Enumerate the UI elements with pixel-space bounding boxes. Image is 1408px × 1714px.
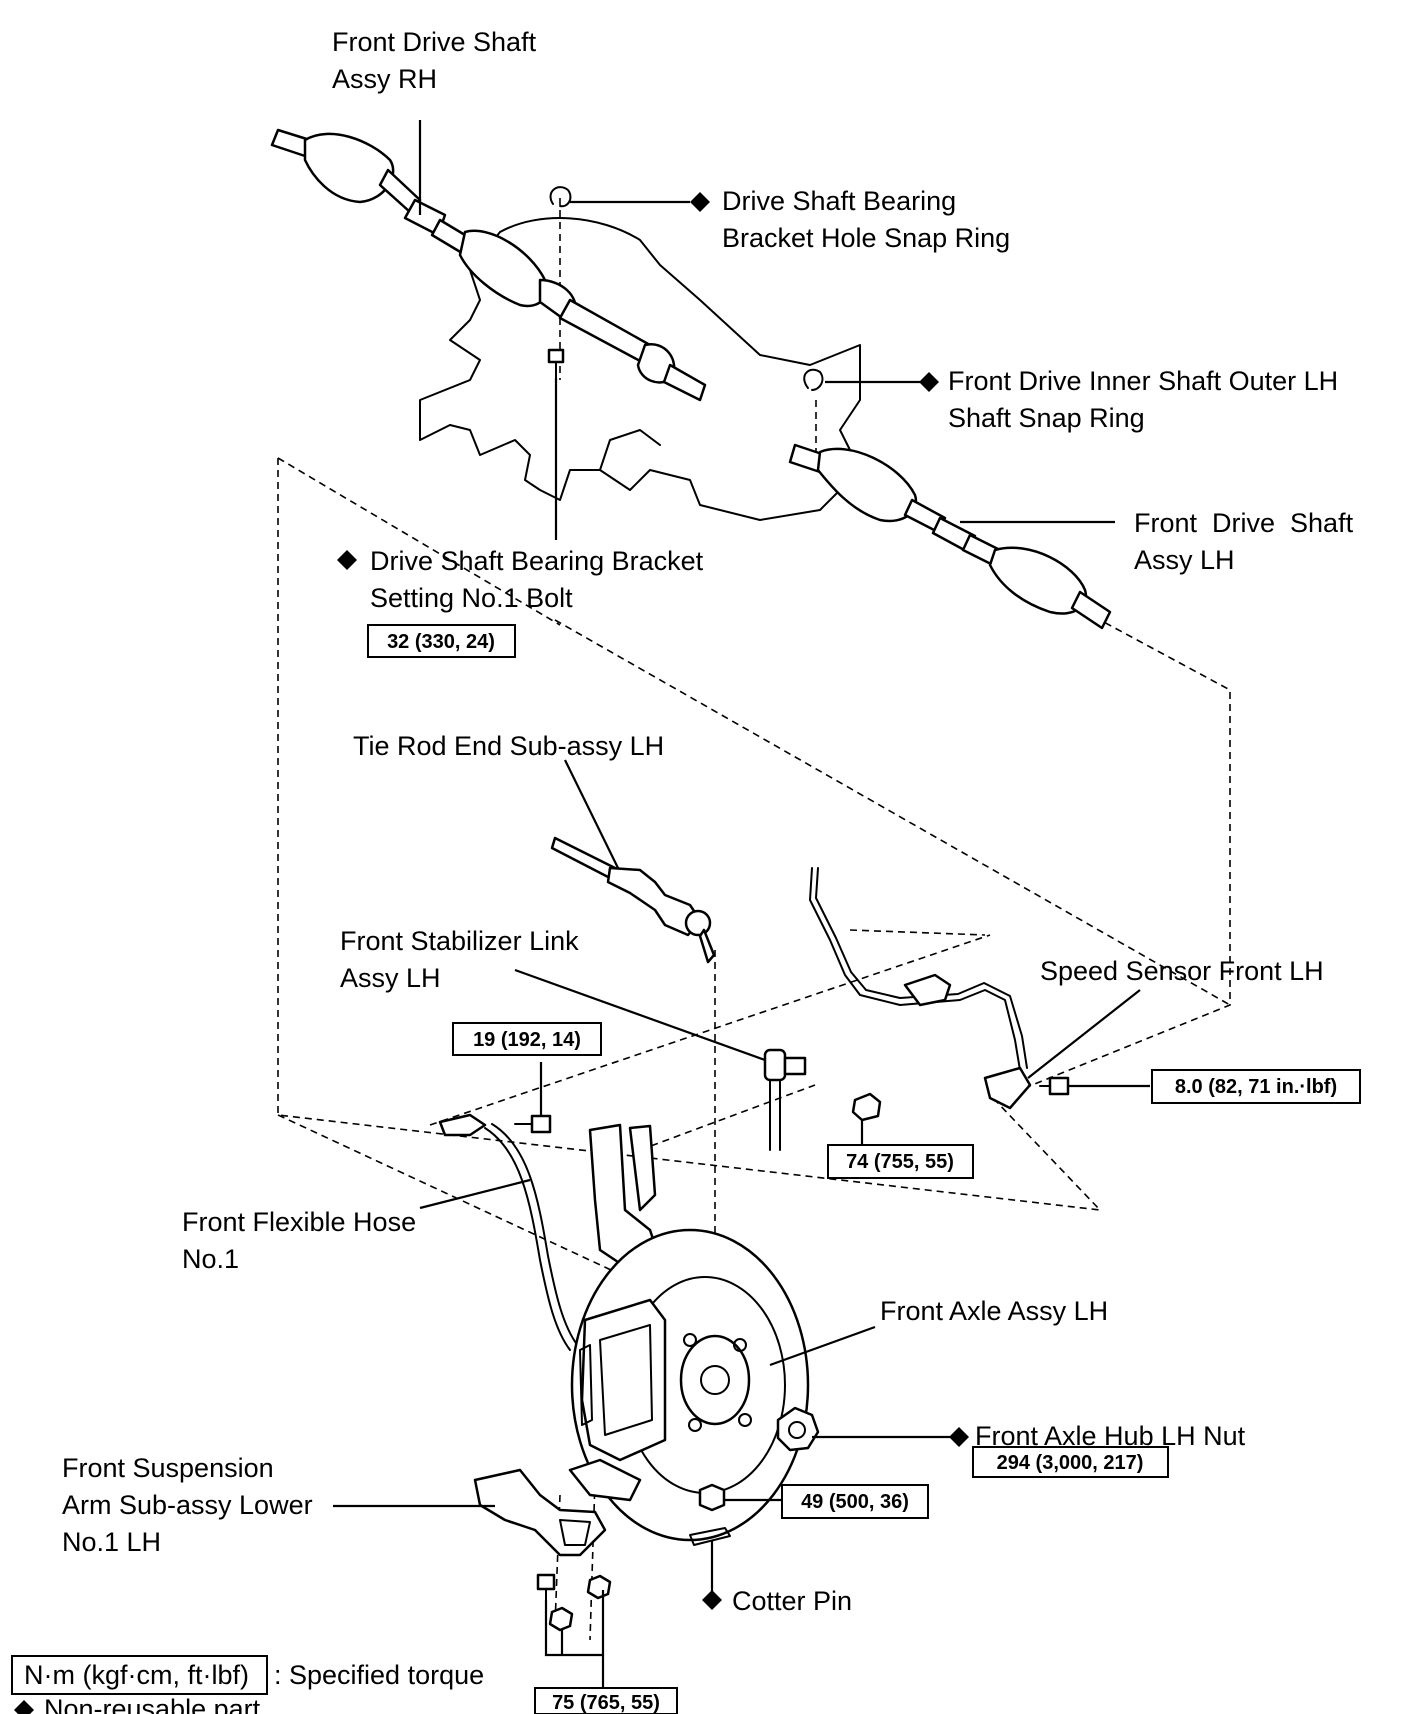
label-stabilizer-link: Front Stabilizer Link Assy LH xyxy=(340,926,586,993)
bearing-bracket-bolt xyxy=(547,348,565,379)
speed-sensor-bolt xyxy=(1039,1076,1070,1096)
label-inner-shaft-snap-ring: Front Drive Inner Shaft Outer LH Shaft S… xyxy=(948,366,1346,433)
inner-shaft-snap-ring xyxy=(803,368,824,391)
diamond-icon xyxy=(919,372,939,392)
non-reusable-markers xyxy=(14,192,969,1714)
diamond-icon xyxy=(337,550,357,570)
diamond-icon xyxy=(702,1590,722,1610)
label-flexible-hose: Front Flexible Hose No.1 xyxy=(182,1207,424,1274)
diamond-icon xyxy=(690,192,710,212)
stabilizer-nut xyxy=(851,1092,882,1122)
label-front-drive-shaft-lh: Front Drive Shaft Assy LH xyxy=(0,0,1391,575)
torque-box-hub-nut: 294 (3,000, 217) xyxy=(972,1446,1169,1478)
label-cotter-pin: Cotter Pin xyxy=(732,1586,852,1616)
arm-bolts xyxy=(536,1573,612,1632)
legend-non-reusable: Non-reusable part xyxy=(44,1694,261,1714)
front-drive-shaft-rh xyxy=(270,128,707,402)
legend: N·m (kgf·cm, ft·lbf) : Specified torque … xyxy=(11,1655,484,1714)
cotter-pin xyxy=(689,1527,731,1546)
hose-bracket-bolt xyxy=(514,1114,552,1134)
torque-box-speed-sensor-bolt: 8.0 (82, 71 in.·lbf) xyxy=(1151,1069,1361,1104)
label-tie-rod-end: Tie Rod End Sub-assy LH xyxy=(353,731,664,761)
transaxle-case-outline xyxy=(419,217,861,521)
torque-box-arm-bolts: 75 (765, 55) xyxy=(534,1687,678,1714)
legend-torque-unit-box xyxy=(11,1655,268,1695)
speed-sensor xyxy=(809,867,1032,1110)
label-front-drive-shaft-rh: Front Drive Shaft Assy RH xyxy=(332,27,544,94)
leader-lines xyxy=(333,120,1150,1688)
label-speed-sensor: Speed Sensor Front LH xyxy=(1040,956,1324,986)
diamond-icon xyxy=(949,1427,969,1447)
front-axle-assy xyxy=(568,1123,810,1542)
svg-text:74 (755, 55): 74 (755, 55) xyxy=(846,1151,954,1173)
svg-text:32 (330, 24): 32 (330, 24) xyxy=(387,631,495,653)
legend-torque-unit: N·m (kgf·cm, ft·lbf) xyxy=(24,1660,249,1690)
legend-torque-desc: : Specified torque xyxy=(274,1660,484,1690)
torque-box-tie-rod-nut: 49 (500, 36) xyxy=(781,1484,929,1519)
front-drive-shaft-lh xyxy=(788,443,1112,630)
label-bearing-bracket-snap-ring: Drive Shaft Bearing Bracket Hole Snap Ri… xyxy=(722,186,1010,253)
front-flexible-hose xyxy=(438,1113,579,1351)
label-front-axle: Front Axle Assy LH xyxy=(880,1296,1108,1326)
label-bearing-bracket-bolt: Drive Shaft Bearing Bracket Setting No.1… xyxy=(370,546,711,613)
svg-text:294 (3,000, 217): 294 (3,000, 217) xyxy=(997,1452,1144,1474)
axle-hub-nut xyxy=(776,1406,820,1452)
torque-box-stabilizer-nut: 74 (755, 55) xyxy=(827,1144,974,1179)
svg-text:19 (192, 14): 19 (192, 14) xyxy=(473,1029,581,1051)
torque-box-bracket-bolt: 32 (330, 24) xyxy=(367,624,516,658)
tie-rod-end xyxy=(550,836,716,964)
suspension-arm xyxy=(473,1468,607,1557)
tie-rod-nut xyxy=(698,1483,726,1512)
stabilizer-link xyxy=(763,1048,807,1151)
label-suspension-arm: Front Suspension Arm Sub-assy Lower No.1… xyxy=(62,1453,320,1557)
bearing-bracket-snap-ring xyxy=(549,186,572,208)
diamond-icon xyxy=(14,1700,34,1714)
torque-box-hose-bolt: 19 (192, 14) xyxy=(452,1022,602,1056)
svg-text:8.0 (82, 71 in.·lbf): 8.0 (82, 71 in.·lbf) xyxy=(1175,1076,1337,1098)
svg-text:49 (500, 36): 49 (500, 36) xyxy=(801,1491,909,1513)
svg-text:75 (765, 55): 75 (765, 55) xyxy=(552,1692,660,1714)
